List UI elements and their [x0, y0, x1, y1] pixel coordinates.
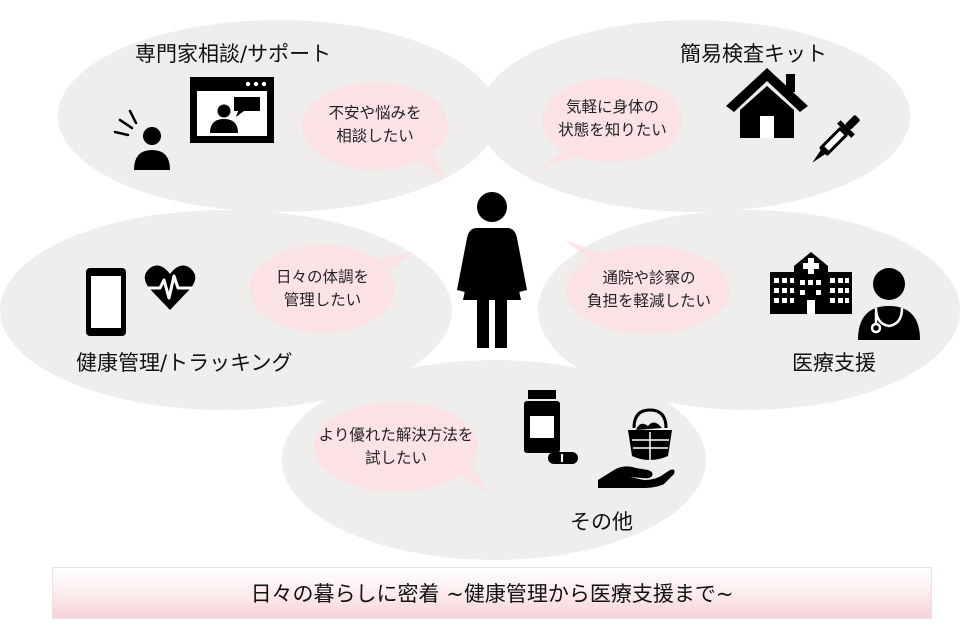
doctor-icon	[856, 266, 922, 340]
bubble-text-consult: 不安や悩みを 相談したい	[328, 104, 422, 146]
bubble-tail-other	[455, 462, 490, 494]
label-medical: 医療支援	[792, 351, 876, 375]
bubble-consult	[302, 82, 448, 170]
bubble-tail-consult	[410, 148, 445, 180]
bubble-medical	[566, 246, 730, 334]
tagline-text: 日々の暮らしに密着 ~健康管理から医療支援まで~	[250, 582, 734, 606]
video-call-icon	[190, 77, 274, 143]
bubble-tail-tracking	[368, 252, 412, 282]
supplement-bottle-icon	[524, 390, 580, 466]
bubble-test-kit	[542, 78, 682, 162]
bubble-other	[314, 402, 478, 492]
label-consult: 専門家相談/サポート	[135, 42, 332, 66]
tagline-bar: 日々の暮らしに密着 ~健康管理から医療支援まで~	[52, 567, 932, 619]
home-icon	[726, 66, 808, 138]
label-test-kit: 簡易検査キット	[680, 42, 827, 66]
label-other: その他	[570, 510, 633, 534]
hospital-icon	[770, 246, 852, 314]
dropper-icon	[806, 112, 864, 168]
bubble-tail-medical	[565, 240, 608, 260]
bubble-tail-test-kit	[540, 146, 588, 170]
woman-icon	[455, 190, 529, 348]
bubble-tracking	[249, 245, 395, 333]
label-tracking: 健康管理/トラッキング	[76, 351, 293, 375]
bubble-text-medical: 通院や診察の 負担を軽減したい	[586, 269, 711, 311]
bubble-text-other: より優れた解決方法を 試したい	[318, 426, 474, 468]
smartphone-icon	[86, 268, 126, 336]
bubble-text-tracking: 日々の体調を 管理したい	[275, 268, 369, 310]
heart-rate-icon	[144, 264, 196, 312]
bubble-text-test-kit: 気軽に身体の 状態を知りたい	[558, 98, 667, 140]
person-speaking-icon	[112, 108, 182, 174]
basket-hand-icon	[598, 404, 678, 488]
